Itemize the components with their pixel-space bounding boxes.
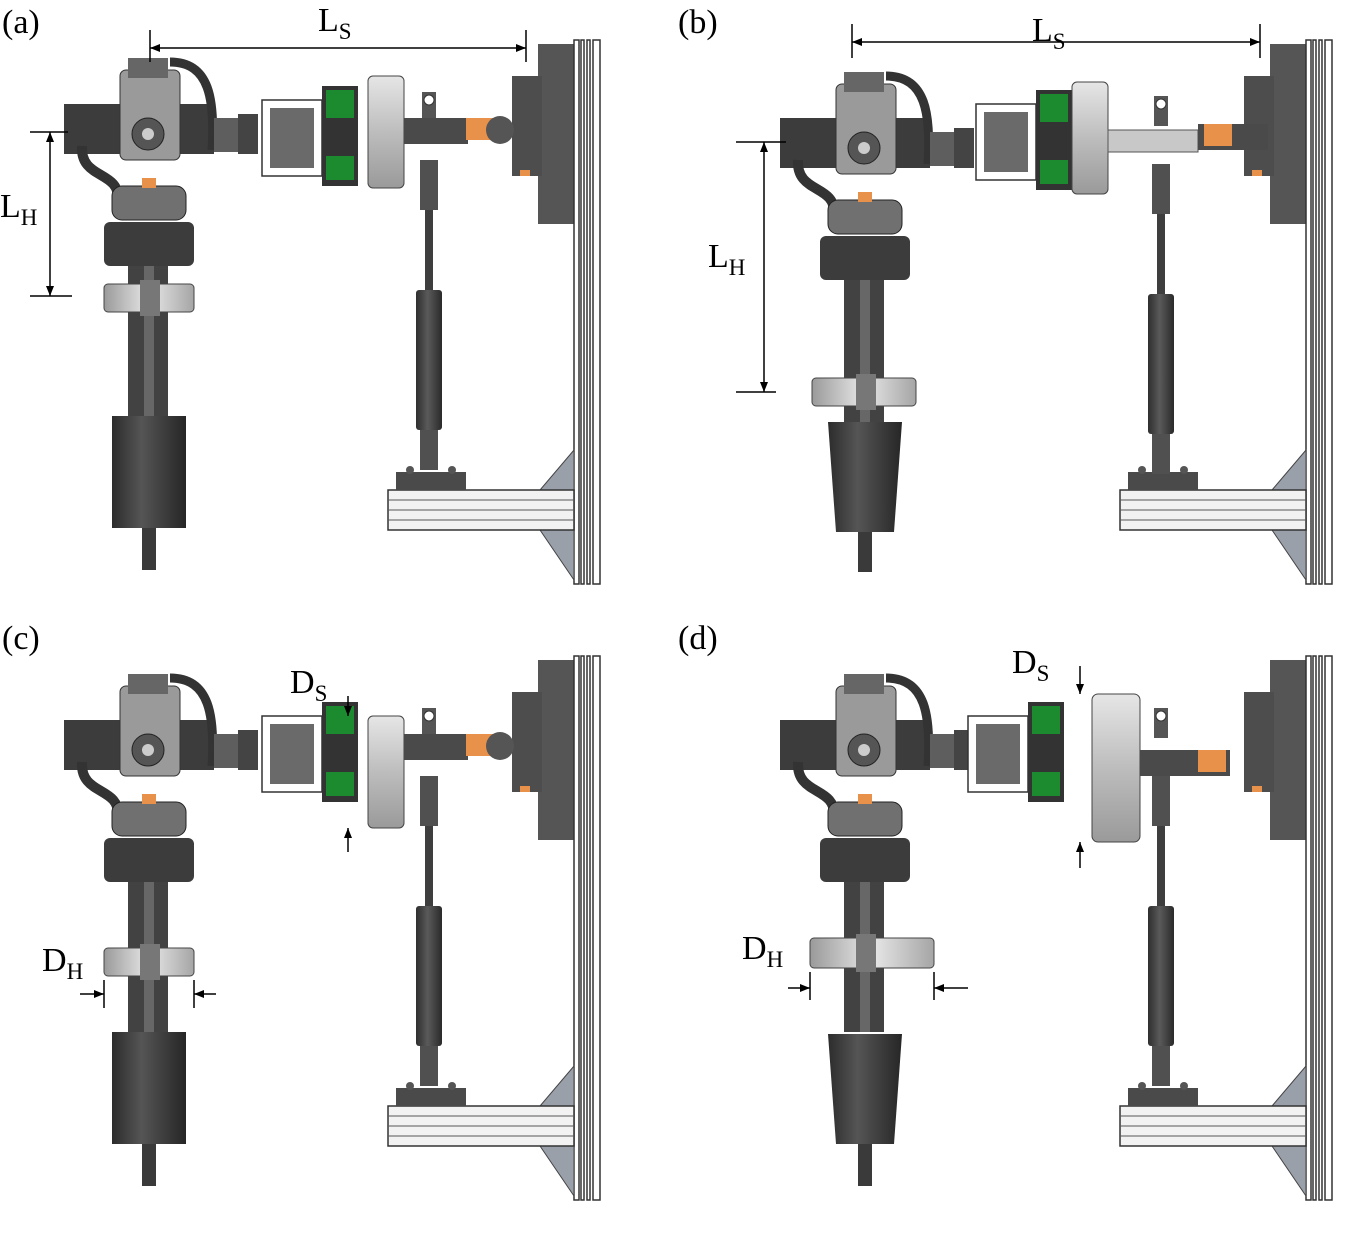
dim-ds: DS <box>1012 644 1050 687</box>
panel-label: (c) <box>2 620 40 657</box>
panel-label: (b) <box>678 4 718 41</box>
panel-label: (a) <box>2 4 40 41</box>
dim-ds: DS <box>290 664 328 707</box>
panel-a-drawing <box>30 30 601 585</box>
dim-lh: LH <box>0 188 38 231</box>
panel-d: (d) DS DH <box>676 616 1351 1232</box>
dim-lh: LH <box>708 238 746 281</box>
panel-c-drawing <box>0 655 601 1201</box>
dim-ls: LS <box>1032 12 1066 55</box>
panel-b: (b) LS LH <box>676 0 1351 616</box>
dim-ls: LS <box>318 2 352 45</box>
panel-label: (d) <box>678 620 718 657</box>
panel-a: (a) LS LH <box>0 0 675 616</box>
panel-c: (c) DS DH <box>0 616 675 1232</box>
dim-dh: DH <box>742 930 784 973</box>
dim-dh: DH <box>42 942 84 985</box>
panel-d-drawing <box>676 655 1333 1201</box>
panel-b-drawing <box>736 24 1333 585</box>
